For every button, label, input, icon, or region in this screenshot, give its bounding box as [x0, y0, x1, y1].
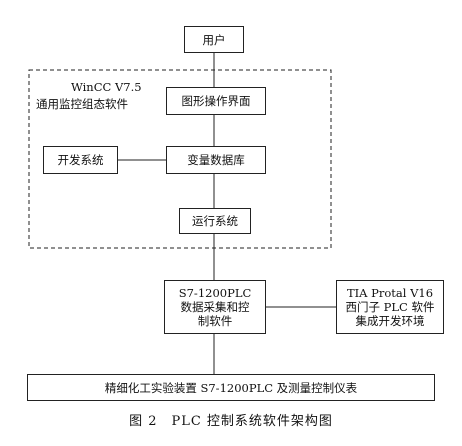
wincc-group-border	[28, 69, 332, 249]
tia-label-line1: TIA Protal V16	[346, 286, 434, 300]
tia-label-line2: 西门子 PLC 软件	[345, 300, 435, 314]
gui-box: 图形操作界面	[166, 87, 266, 115]
plc-label-line2: 数据采集和控	[180, 300, 250, 314]
tia-box: TIA Protal V16 西门子 PLC 软件 集成开发环境	[336, 280, 444, 334]
plc-label-line1: S7-1200PLC	[178, 286, 252, 300]
figure-caption: 图 2 PLC 控制系统软件架构图	[129, 414, 333, 429]
device-label: 精细化工实验装置 S7-1200PLC 及测量控制仪表	[104, 380, 358, 395]
dev-system-box: 开发系统	[43, 146, 118, 174]
dev-system-label: 开发系统	[57, 153, 104, 167]
tia-label-line3: 集成开发环境	[355, 314, 425, 328]
device-box: 精细化工实验装置 S7-1200PLC 及测量控制仪表	[27, 374, 435, 401]
plc-box: S7-1200PLC 数据采集和控 制软件	[164, 280, 266, 334]
group-title-line1: WinCC V7.5	[71, 80, 142, 94]
runtime-label: 运行系统	[192, 214, 238, 228]
user-label: 用户	[202, 32, 226, 47]
var-db-label: 变量数据库	[187, 153, 245, 167]
group-title-line2: 通用监控组态软件	[36, 97, 128, 111]
user-box: 用户	[184, 26, 244, 53]
var-db-box: 变量数据库	[166, 146, 266, 174]
gui-label: 图形操作界面	[181, 94, 251, 108]
runtime-box: 运行系统	[179, 208, 251, 234]
plc-label-line3: 制软件	[197, 314, 233, 328]
